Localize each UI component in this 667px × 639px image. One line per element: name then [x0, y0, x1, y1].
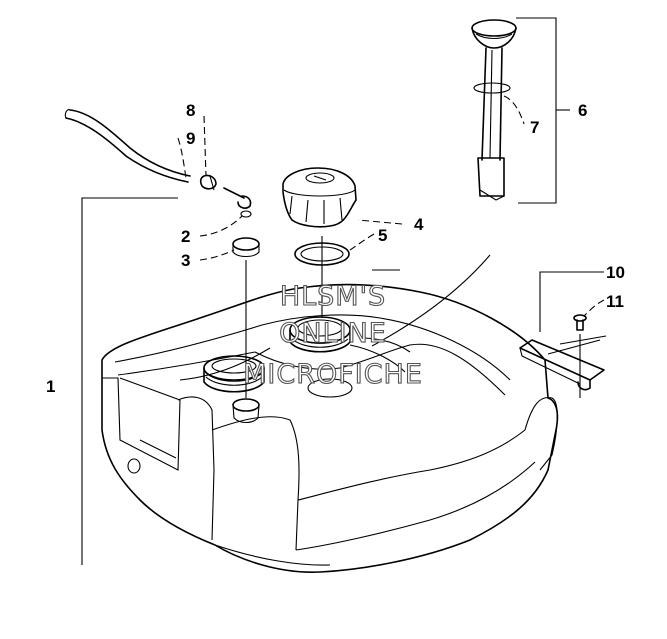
leader-lines	[81, 17, 605, 565]
fuel-tank	[101, 283, 559, 573]
callout-3: 3	[181, 251, 190, 270]
bracket-screw	[573, 314, 587, 331]
mount-bracket	[519, 335, 607, 391]
fuel-cap	[282, 167, 357, 228]
hose-clamp	[199, 174, 217, 191]
callout-9: 9	[186, 129, 195, 148]
callout-10: 10	[606, 263, 625, 282]
vent-fitting	[223, 187, 252, 218]
callout-2: 2	[181, 227, 190, 246]
vent-hose	[64, 109, 191, 183]
callout-5: 5	[378, 226, 387, 245]
callout-7: 7	[530, 118, 539, 137]
watermark-line-1: HLSM'S	[280, 281, 386, 312]
callout-1: 1	[46, 377, 55, 396]
watermark-line-3: MICROFICHE	[243, 359, 423, 390]
callout-4: 4	[414, 215, 424, 234]
callout-labels: 1 2 3 4 5 6 7 8 9 10 11	[46, 101, 625, 396]
watermark-line-2: ONLINE	[279, 318, 387, 349]
callout-11: 11	[606, 292, 624, 311]
callout-6: 6	[578, 101, 587, 120]
callout-8: 8	[186, 101, 195, 120]
grommet	[232, 237, 260, 258]
fuel-sender	[471, 19, 517, 201]
watermark: HLSM'S ONLINE MICROFICHE	[243, 280, 423, 390]
